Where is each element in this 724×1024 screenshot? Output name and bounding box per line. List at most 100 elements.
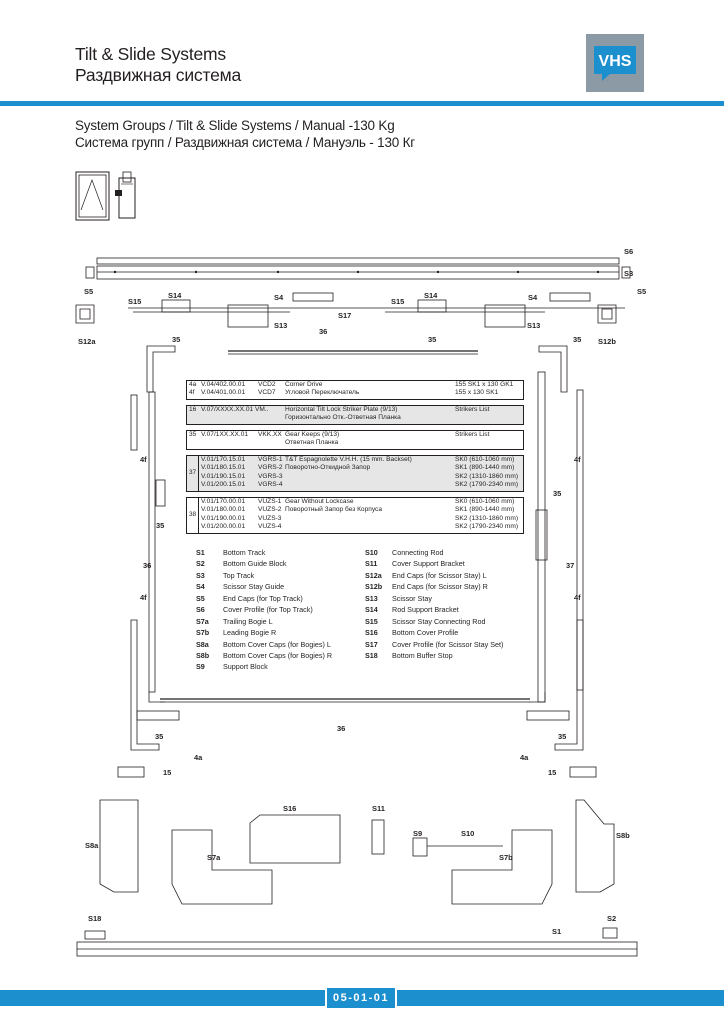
- label-s17: S17: [338, 311, 351, 320]
- table-row: 16 V.07/XXXX.XX.01 VM.. Horizontal Tilt …: [189, 406, 490, 413]
- vhs-logo: VHS: [586, 34, 644, 92]
- table-row: V.01/190.00.01 VUZS-3 SK2 (1310-1860 mm): [201, 514, 519, 522]
- label-s1: S1: [552, 927, 561, 936]
- table-row: V.01/190.15.01 VGRS-3 SK2 (1310-1860 mm): [201, 472, 519, 480]
- cover-profile-top-track: [96, 257, 620, 265]
- label-s12a: S12a: [78, 337, 96, 346]
- table-block-gear-without-lockcase: 38 V.01/170.00.01 VUZS-1 Gear Without Lo…: [186, 497, 524, 534]
- label-s15-left: S15: [128, 297, 141, 306]
- label-s4-right: S4: [528, 293, 538, 302]
- bottom-guide-block: [602, 927, 618, 939]
- label-s11: S11: [372, 804, 385, 813]
- bottom-cover-profile: [249, 814, 341, 864]
- label-4f-left-upper: 4f: [140, 455, 147, 464]
- label-35-top-mid: 35: [428, 335, 436, 344]
- label-36-bottom: 36: [337, 724, 345, 733]
- end-cap-right: [621, 266, 631, 279]
- label-s14-left: S14: [168, 291, 182, 300]
- table-row: V.01/200.00.01 VUZS-4 SK2 (1790-2340 mm): [201, 523, 519, 531]
- table-block-corner-drive: 4a V.04/402.00.01 VCD2 Corner Drive 155 …: [186, 380, 524, 400]
- gear-keeps-bottom-right: [526, 710, 570, 721]
- leading-bogie-right: [451, 829, 553, 905]
- label-s13-right: S13: [527, 321, 540, 330]
- label-s7a: S7a: [207, 853, 221, 862]
- striker-plate-left: [117, 766, 145, 778]
- subtitle-en: System Groups / Tilt & Slide Systems / M…: [75, 118, 395, 133]
- label-4f-right-lower: 4f: [574, 593, 581, 602]
- end-caps-scissor-stay-right: [597, 304, 617, 324]
- title-en: Tilt & Slide Systems: [75, 44, 226, 64]
- table-block-espagnolette: 37 V.01/170.15.01 VGRS-1 T&T Espagnolett…: [186, 455, 524, 492]
- gear-keeps-bottom-left: [136, 710, 180, 721]
- label-s2: S2: [607, 914, 616, 923]
- label-s4-left: S4: [274, 293, 284, 302]
- end-cap-left: [85, 266, 95, 279]
- page-number: 05-01-01: [325, 988, 397, 1008]
- label-35-bottom-left: 35: [155, 732, 163, 741]
- label-36-left: 36: [143, 561, 151, 570]
- gear-keep-left: [155, 479, 166, 507]
- label-s7b: S7b: [499, 853, 513, 862]
- window-thumbnail-icon: [75, 171, 136, 221]
- top-track: [96, 265, 620, 280]
- bottom-cover-cap-right: [575, 799, 615, 893]
- corner-drive-left-vertical: [130, 394, 138, 451]
- header-rule: [0, 101, 724, 106]
- table-row: V.01/170.00.01 VUZS-1 Gear Without Lockc…: [201, 498, 515, 505]
- table-row: 35 V.07/1XX.XX.01 VKK.XX Gear Keeps (9/1…: [189, 431, 490, 438]
- label-s16: S16: [283, 804, 296, 813]
- table-block-gear-keeps: 35 V.07/1XX.XX.01 VKK.XX Gear Keeps (9/1…: [186, 430, 524, 450]
- corner-drive-bottom-right: [554, 619, 584, 751]
- table-row: V.01/170.15.01 VGRS-1 T&T Espagnolette V…: [201, 456, 515, 463]
- label-s13-left: S13: [274, 321, 287, 330]
- bottom-cover-cap-left: [99, 799, 139, 893]
- label-s5-right: S5: [637, 287, 646, 296]
- espagnolette-left: [148, 391, 156, 693]
- bottom-buffer-stop: [84, 930, 106, 940]
- cover-support-bracket: [371, 819, 385, 855]
- label-s18: S18: [88, 914, 101, 923]
- rod-support-bracket-right: [417, 299, 447, 313]
- scissor-stay-guide-right: [549, 292, 591, 302]
- table-row: V.01/200.15.01 VGRS-4 SK2 (1790-2340 mm): [201, 481, 519, 489]
- corner-drive-bottom-left: [130, 619, 160, 751]
- espagnolette-right: [537, 371, 546, 703]
- corner-drive-top-right: [538, 345, 568, 393]
- scissor-stay-right: [484, 304, 526, 328]
- subtitle-ru: Система групп / Раздвижная система / Ман…: [75, 135, 416, 150]
- label-4f-right-upper: 4f: [574, 455, 581, 464]
- scissor-stay-guide-left: [292, 292, 334, 302]
- label-35-top-left: 35: [172, 335, 180, 344]
- label-s15-right: S15: [391, 297, 404, 306]
- label-4a-left: 4a: [194, 753, 203, 762]
- label-4f-left-lower: 4f: [140, 593, 147, 602]
- table-row: Ответная Планка: [285, 439, 339, 447]
- label-37: 37: [566, 561, 574, 570]
- subtitle: System Groups / Tilt & Slide Systems / M…: [75, 117, 415, 151]
- label-15-right: 15: [548, 768, 556, 777]
- label-35-right: 35: [553, 489, 561, 498]
- end-caps-scissor-stay-left: [75, 304, 95, 324]
- label-s14-right: S14: [424, 291, 438, 300]
- corner-drive-right-vertical: [576, 389, 584, 691]
- logo-text: VHS: [599, 53, 632, 70]
- label-s3: S3: [624, 269, 633, 278]
- table-row: V.01/180.15.01 VGRS-2 Поворотно-Откидной…: [201, 464, 515, 472]
- title-ru: Раздвижная система: [75, 65, 241, 85]
- label-s5-left: S5: [84, 287, 93, 296]
- trailing-bogie-left: [171, 829, 273, 905]
- label-s12b: S12b: [598, 337, 616, 346]
- scissor-stay-left: [227, 304, 269, 328]
- label-36-top: 36: [319, 327, 327, 336]
- label-s8a: S8a: [85, 841, 99, 850]
- label-4a-right: 4a: [520, 753, 529, 762]
- support-block: [412, 837, 428, 857]
- table-row: 4f V.04/401.00.01 VCD7 Угловой Переключа…: [189, 389, 499, 397]
- table-row: 4a V.04/402.00.01 VCD2 Corner Drive 155 …: [189, 381, 514, 388]
- corner-drive-top-left: [146, 345, 176, 393]
- rod-support-bracket-left: [161, 299, 191, 313]
- striker-plate-right: [569, 766, 597, 778]
- table-block-striker-plate: 16 V.07/XXXX.XX.01 VM.. Horizontal Tilt …: [186, 405, 524, 425]
- gear-right: [535, 509, 548, 561]
